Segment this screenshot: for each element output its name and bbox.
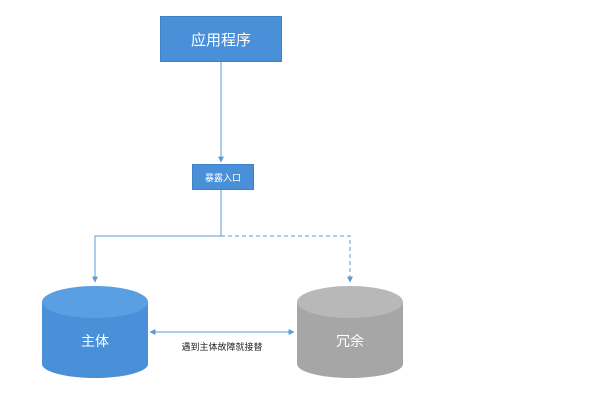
entry-node: 暴露入口 (192, 164, 254, 190)
entry-to-main-connector (92, 190, 222, 283)
main-database-cylinder (42, 286, 148, 378)
app-node-label: 应用程序 (190, 30, 251, 49)
main-db-label: 主体 (81, 334, 109, 350)
failover-edge-label: 遇到主体故障就接替 (181, 343, 263, 353)
redundant-db-label: 冗余 (336, 334, 364, 350)
entry-to-redundant-connector (221, 235, 353, 283)
entry-node-label: 暴露入口 (204, 173, 241, 184)
app-node: 应用程序 (160, 16, 282, 62)
redundant-database-cylinder (297, 286, 403, 378)
